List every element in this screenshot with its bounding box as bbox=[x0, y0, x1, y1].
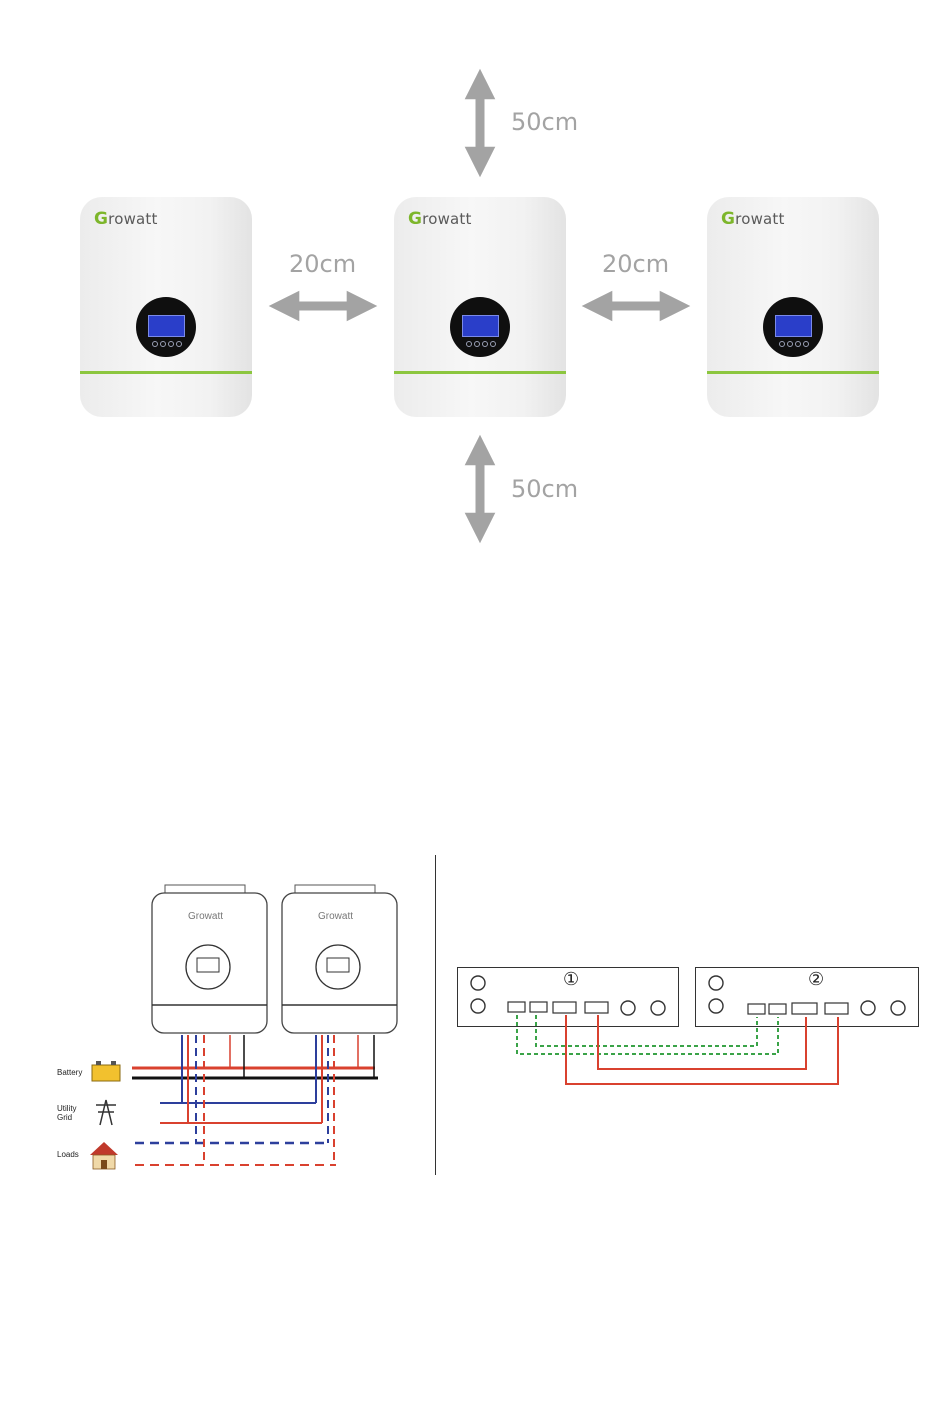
unit-2-brand: Growatt bbox=[318, 911, 353, 922]
utility-grid-label: Utility Grid bbox=[57, 1104, 87, 1122]
inverter-right: Growatt bbox=[707, 197, 879, 417]
green-stripe bbox=[80, 371, 252, 374]
inverter-left: Growatt bbox=[80, 197, 252, 417]
lcd-display bbox=[450, 297, 510, 357]
clearance-right-label: 20cm bbox=[602, 250, 669, 278]
green-stripe bbox=[394, 371, 566, 374]
brand-logo: Growatt bbox=[94, 209, 158, 229]
unit-1-brand: Growatt bbox=[188, 911, 223, 922]
green-stripe bbox=[707, 371, 879, 374]
utility-tower-icon bbox=[96, 1100, 116, 1125]
clearance-left-label: 20cm bbox=[289, 250, 356, 278]
clearance-top-label: 50cm bbox=[511, 108, 578, 136]
brand-logo: Growatt bbox=[408, 209, 472, 229]
house-icon bbox=[90, 1142, 118, 1169]
lcd-display bbox=[136, 297, 196, 357]
clearance-bottom-label: 50cm bbox=[511, 475, 578, 503]
brand-logo: Growatt bbox=[721, 209, 785, 229]
communication-wiring bbox=[0, 960, 950, 1100]
loads-label: Loads bbox=[57, 1150, 79, 1159]
lcd-display bbox=[763, 297, 823, 357]
inverter-center: Growatt bbox=[394, 197, 566, 417]
